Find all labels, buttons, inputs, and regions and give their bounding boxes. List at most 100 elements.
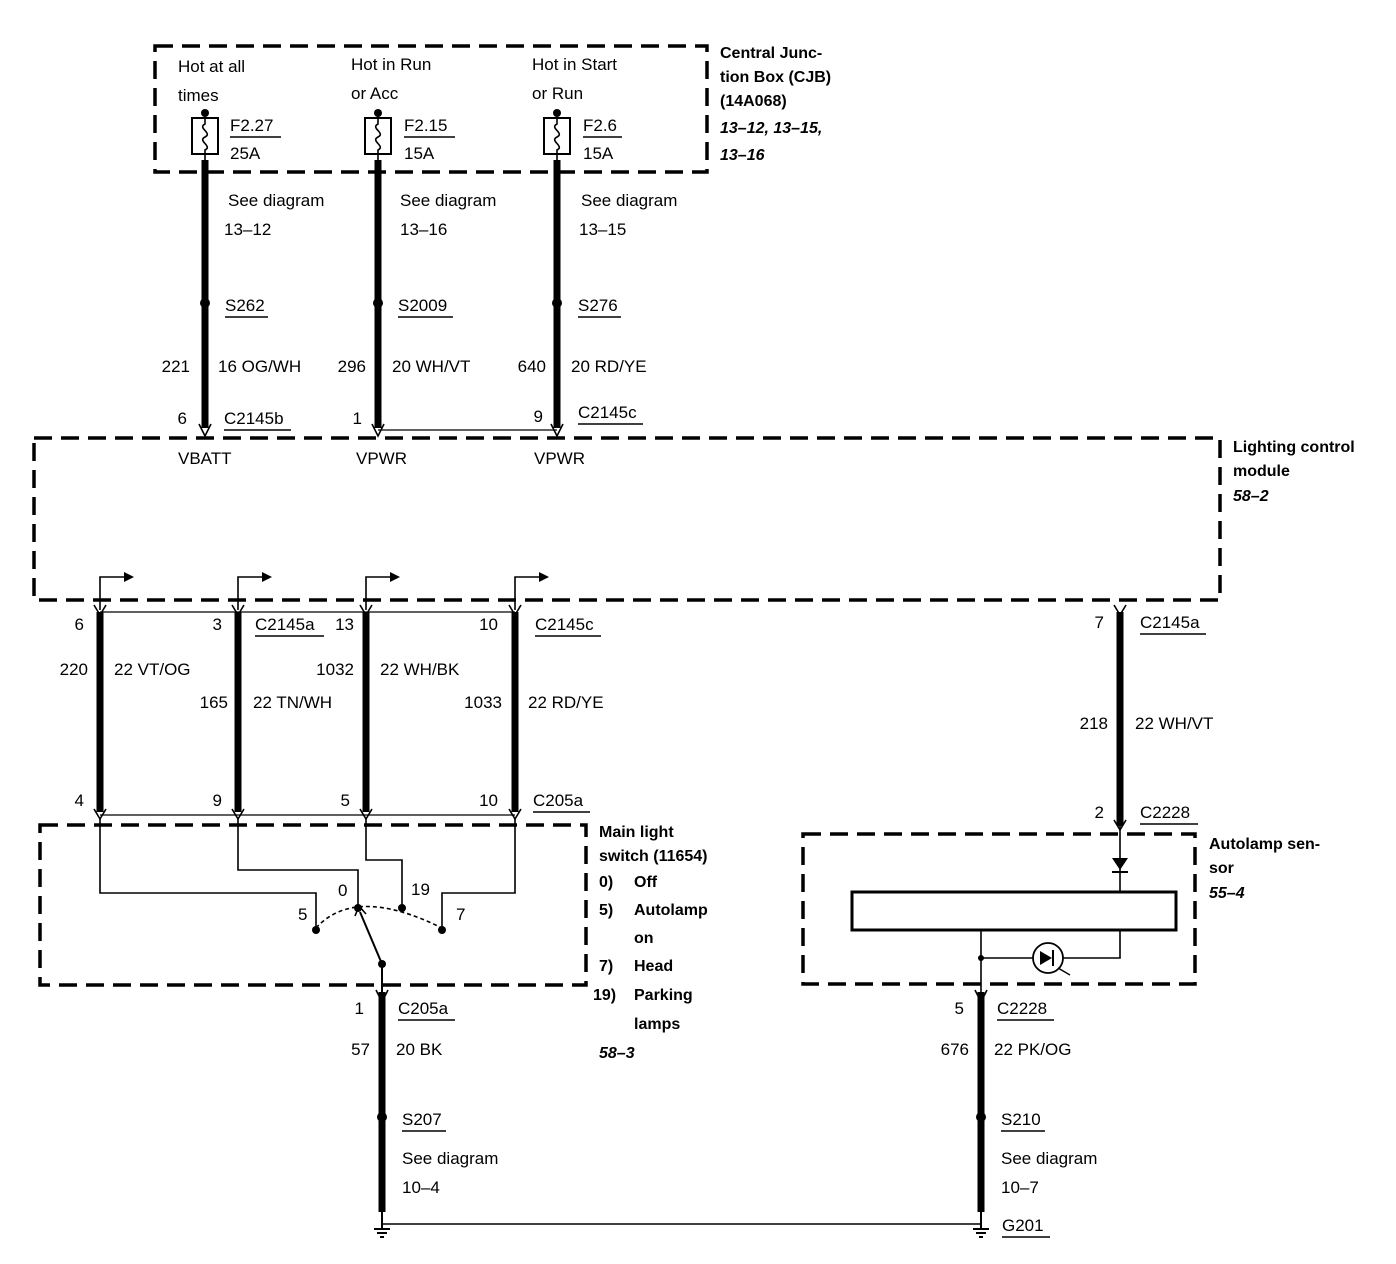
- legend-19-n: 19): [593, 987, 616, 1004]
- ground-icon-right: [973, 1212, 989, 1238]
- connector-c2228: C2228: [997, 999, 1047, 1018]
- fuse-2-see-2: 13–16: [400, 220, 447, 239]
- lcm-vbatt: VBATT: [178, 449, 232, 468]
- circuit-218: 218: [1080, 714, 1108, 733]
- fuse-3-hot-1: Hot in Start: [532, 55, 617, 74]
- circuit-676: 676: [941, 1040, 969, 1059]
- ground-icon-left: [374, 1212, 390, 1238]
- pin-top-13: 13: [335, 615, 354, 634]
- splice-s207: S207: [402, 1110, 442, 1129]
- splice-s262-dot: [200, 298, 210, 308]
- wire-296-color: 20 WH/VT: [392, 357, 470, 376]
- pin-top-6: 6: [75, 615, 84, 634]
- autolamp-ref: 55–4: [1209, 885, 1245, 902]
- s210-see-1: See diagram: [1001, 1149, 1097, 1168]
- wire-218-color: 22 WH/VT: [1135, 714, 1213, 733]
- fuse-2-amps: 15A: [404, 144, 435, 163]
- wire-221-color: 16 OG/WH: [218, 357, 301, 376]
- fuse-2-see-1: See diagram: [400, 191, 496, 210]
- autolamp-sensor-body: [850, 890, 1178, 932]
- main-switch-ref: 58–3: [599, 1045, 635, 1062]
- s210-see-2: 10–7: [1001, 1178, 1039, 1197]
- legend-0-n: 0): [599, 874, 613, 891]
- circuit-296: 296: [338, 357, 366, 376]
- legend-19-text-2: lamps: [634, 1016, 680, 1033]
- connector-c2228-top: C2228: [1140, 803, 1190, 822]
- autolamp-title-1: Autolamp sen-: [1209, 836, 1320, 853]
- pin-top-3: 3: [213, 615, 222, 634]
- legend-19-text-1: Parking: [634, 987, 693, 1004]
- circuit-1033: 1033: [464, 693, 502, 712]
- pin-6-c2145b: 6: [178, 409, 187, 428]
- autolamp-title-2: sor: [1209, 860, 1234, 877]
- lcm-title-2: module: [1233, 463, 1290, 480]
- fuse-1-see-1: See diagram: [228, 191, 324, 210]
- pin-5-c2228: 5: [955, 999, 964, 1018]
- fuse-3-amps: 15A: [583, 144, 614, 163]
- switch-pos-19: 19: [411, 880, 430, 899]
- fuse-1-element: [201, 113, 209, 160]
- pin-2-c2228: 2: [1095, 803, 1104, 822]
- connector-c2145c-top: C2145c: [578, 403, 637, 422]
- fuse-2-id: F2.15: [404, 116, 447, 135]
- connector-c2145a-left: C2145a: [255, 615, 315, 634]
- legend-7-n: 7): [599, 958, 613, 975]
- pin-bottom-4: 4: [75, 791, 84, 810]
- splice-s262: S262: [225, 296, 265, 315]
- lcm-vpwr-2: VPWR: [534, 449, 585, 468]
- legend-0-text: Off: [634, 874, 658, 891]
- splice-s210: S210: [1001, 1110, 1041, 1129]
- wire-165-color: 22 TN/WH: [253, 693, 332, 712]
- connector-c205a: C205a: [398, 999, 449, 1018]
- connector-c2145c: C2145c: [535, 615, 594, 634]
- fuse-2-element: [374, 113, 382, 160]
- pin-1-c205a: 1: [355, 999, 364, 1018]
- s207-see-1: See diagram: [402, 1149, 498, 1168]
- pin-bottom-9: 9: [213, 791, 222, 810]
- diode-icon: [1112, 858, 1128, 870]
- lcm-vpwr-1: VPWR: [356, 449, 407, 468]
- pin-bottom-5: 5: [341, 791, 350, 810]
- wire-220-color: 22 VT/OG: [114, 660, 191, 679]
- fuse-3-hot-2: or Run: [532, 84, 583, 103]
- lcm-ref: 58–2: [1233, 488, 1269, 505]
- autolamp-box: [801, 832, 1197, 986]
- wire-640-color: 20 RD/YE: [571, 357, 647, 376]
- switch-pos-5: 5: [298, 905, 307, 924]
- fuse-3-see-2: 13–15: [579, 220, 626, 239]
- legend-5-n: 5): [599, 902, 613, 919]
- circuit-640: 640: [518, 357, 546, 376]
- splice-s2009: S2009: [398, 296, 447, 315]
- wire-1032-color: 22 WH/BK: [380, 660, 460, 679]
- main-switch-box: [38, 823, 588, 987]
- pin-9-c2145c: 9: [534, 407, 543, 426]
- main-switch-title-2: switch (11654): [599, 848, 708, 865]
- legend-5-text-2: on: [634, 930, 654, 947]
- cjb-refs-2: 13–16: [720, 147, 765, 164]
- splice-s2009-dot: [373, 298, 383, 308]
- switch-pos-7: 7: [456, 905, 465, 924]
- cjb-box: [153, 44, 709, 174]
- circuit-220: 220: [60, 660, 88, 679]
- fuse-1-hot-2: times: [178, 86, 219, 105]
- pin-1-c2145b: 1: [353, 409, 362, 428]
- pin-7-c2145a: 7: [1095, 613, 1104, 632]
- wire-1033-color: 22 RD/YE: [528, 693, 604, 712]
- splice-s276-dot: [552, 298, 562, 308]
- switch-pos-0: 0: [338, 881, 347, 900]
- circuit-1032: 1032: [316, 660, 354, 679]
- cjb-part: (14A068): [720, 93, 787, 110]
- splice-s276: S276: [578, 296, 618, 315]
- wire-676-color: 22 PK/OG: [994, 1040, 1071, 1059]
- cjb-refs-1: 13–12, 13–15,: [720, 120, 822, 137]
- fuse-3-element: [553, 113, 561, 160]
- fuse-1-hot-1: Hot at all: [178, 57, 245, 76]
- connector-c2145a-right: C2145a: [1140, 613, 1200, 632]
- circuit-221: 221: [162, 357, 190, 376]
- fuse-1-id: F2.27: [230, 116, 273, 135]
- fuse-3-id: F2.6: [583, 116, 617, 135]
- main-switch-title-1: Main light: [599, 824, 674, 841]
- lcm-title-1: Lighting control: [1233, 439, 1355, 456]
- pin-top-10: 10: [479, 615, 498, 634]
